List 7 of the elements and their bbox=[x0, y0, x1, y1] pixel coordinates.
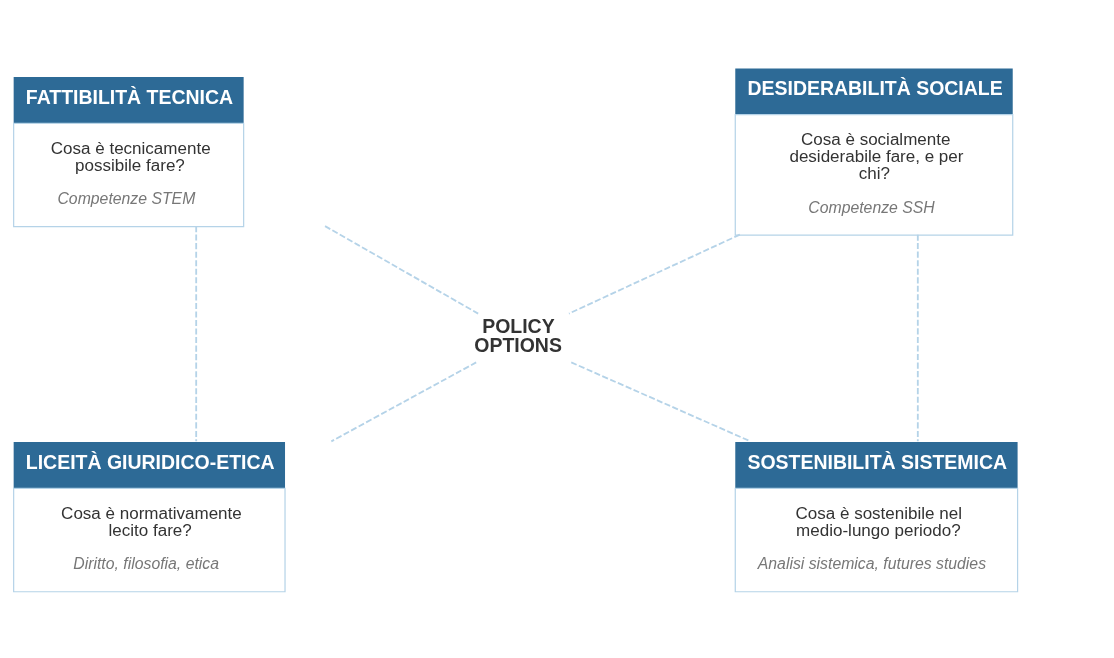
connector bbox=[916, 233, 919, 442]
node-text: POLICY OPTIONS bbox=[474, 314, 562, 356]
connector bbox=[330, 361, 478, 442]
connector bbox=[570, 361, 752, 442]
connector bbox=[568, 233, 741, 314]
connector bbox=[324, 224, 480, 315]
connector bbox=[195, 224, 198, 442]
